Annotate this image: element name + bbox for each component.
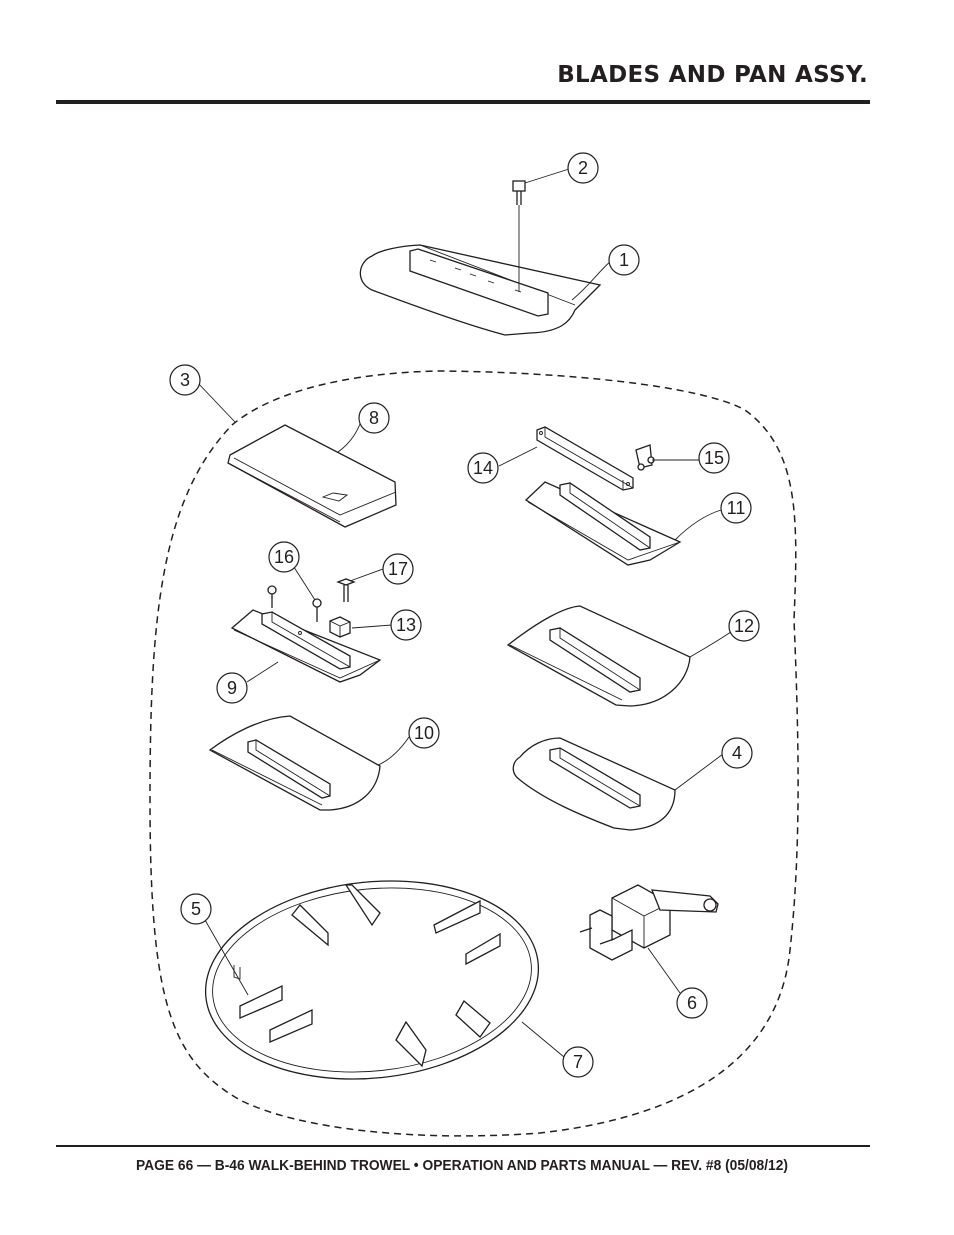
part-1-blade	[359, 244, 602, 336]
svg-text:7: 7	[573, 1052, 583, 1072]
callout-17: 17	[382, 553, 414, 585]
leader-lines	[195, 168, 739, 1058]
part-16-pin	[267, 585, 322, 622]
svg-text:13: 13	[396, 615, 416, 635]
part-9-small-blade	[230, 609, 382, 683]
callout-6: 6	[676, 987, 708, 1019]
part-14-bar	[536, 426, 634, 491]
svg-text:9: 9	[227, 678, 237, 698]
callout-4: 4	[721, 737, 753, 769]
callout-2: 2	[567, 152, 599, 184]
svg-text:15: 15	[704, 448, 724, 468]
callout-1: 1	[608, 244, 640, 276]
part-7-pan	[204, 880, 540, 1080]
svg-text:6: 6	[687, 993, 697, 1013]
part-13-block	[329, 616, 351, 638]
header-rule	[56, 100, 870, 104]
part-12-blade	[506, 605, 691, 707]
part-8-flat-blade	[227, 424, 397, 528]
callout-16: 16	[268, 541, 300, 573]
callout-14: 14	[467, 452, 499, 484]
part-10-blade	[208, 715, 381, 811]
callout-9: 9	[216, 672, 248, 704]
callout-3: 3	[169, 364, 201, 396]
footer-rule	[56, 1145, 870, 1147]
svg-text:16: 16	[274, 547, 294, 567]
callout-5: 5	[180, 893, 212, 925]
page-title: BLADES AND PAN ASSY.	[557, 62, 868, 88]
svg-text:12: 12	[734, 616, 754, 636]
svg-text:5: 5	[191, 899, 201, 919]
part-17-bolt	[336, 578, 356, 602]
part-2-bolt	[512, 180, 526, 292]
svg-text:8: 8	[369, 408, 379, 428]
part-15-clip	[635, 444, 655, 471]
svg-text:3: 3	[180, 370, 190, 390]
callout-8: 8	[358, 402, 390, 434]
part-11-combo-blade	[524, 481, 682, 566]
svg-text:14: 14	[473, 458, 493, 478]
svg-text:17: 17	[388, 559, 408, 579]
svg-text:10: 10	[414, 723, 434, 743]
svg-text:1: 1	[619, 250, 629, 270]
part-4-blade	[512, 737, 676, 831]
page-footer: PAGE 66 — B-46 WALK-BEHIND TROWEL • OPER…	[135, 1157, 788, 1174]
part-6-bracket	[579, 884, 719, 961]
callout-15: 15	[698, 442, 730, 474]
callout-7: 7	[562, 1046, 594, 1078]
callout-11: 11	[720, 492, 752, 524]
svg-text:4: 4	[732, 743, 742, 763]
callout-12: 12	[728, 610, 760, 642]
kit-boundary-dashed	[149, 370, 799, 1137]
callout-10: 10	[408, 717, 440, 749]
callout-13: 13	[390, 609, 422, 641]
svg-text:2: 2	[578, 158, 588, 178]
svg-text:11: 11	[727, 498, 746, 518]
